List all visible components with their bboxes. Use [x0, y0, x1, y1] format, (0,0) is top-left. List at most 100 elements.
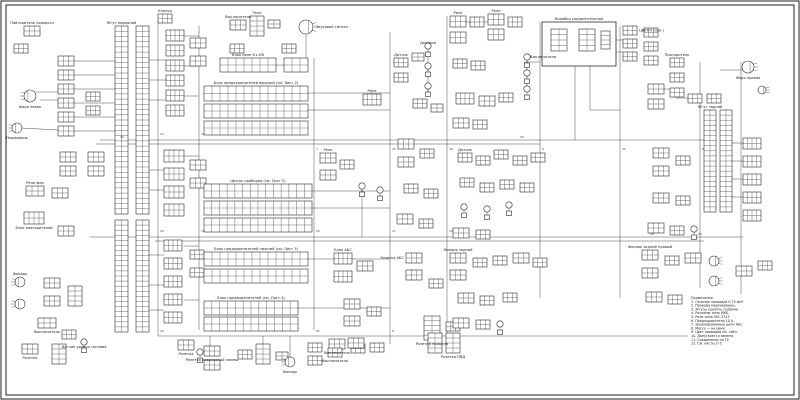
- connector-grid: [669, 57, 685, 68]
- connector-grid: [339, 159, 355, 170]
- component-label: ЦВКПП (лев.): [639, 29, 665, 33]
- connector-grid: [428, 278, 444, 289]
- component-label: Фонарь: [283, 370, 297, 374]
- connector-grid: [445, 332, 461, 354]
- connector-grid: [475, 229, 491, 240]
- connector-grid: [532, 257, 548, 268]
- connector-grid: [487, 13, 505, 26]
- lamp-icon: [11, 276, 26, 288]
- connector-grid: [419, 148, 435, 159]
- connector-grid: [163, 311, 183, 324]
- wire-layer: [21, 16, 743, 357]
- connector-grid: [472, 257, 488, 268]
- component-label: Фара правая: [736, 76, 760, 80]
- harness-strip: [135, 219, 150, 333]
- lamp-icon: [20, 89, 37, 103]
- connector-grid: [492, 255, 508, 266]
- connector-grid: [165, 104, 185, 117]
- component-label: Выключатель: [225, 15, 251, 19]
- sensor-icon: [523, 53, 531, 68]
- connector-grid: [43, 277, 61, 289]
- component-label: Выключатели: [530, 55, 557, 59]
- connector-grid: [512, 155, 528, 166]
- connector-grid: [23, 25, 41, 37]
- wire-number: 41: [622, 147, 626, 151]
- component-label: Коробка соединительная: [555, 17, 603, 21]
- sensor-icon: [424, 82, 432, 97]
- connector-grid: [333, 270, 353, 283]
- component-label: Датчик уровня топлива: [62, 345, 107, 349]
- connector-grid: [203, 345, 221, 357]
- wire-run: [589, 66, 620, 111]
- lamp-icon: [741, 60, 758, 74]
- component-label: Розетка переносной лампы: [186, 358, 238, 362]
- connector-grid: [219, 57, 277, 73]
- connector-grid: [163, 239, 183, 252]
- connector-grid: [163, 257, 183, 270]
- component-label: Подфарник: [6, 136, 29, 140]
- connector-grid: [479, 182, 495, 193]
- connector-grid: [165, 59, 185, 72]
- component-label: Розетка АБС: [380, 256, 404, 260]
- connector-grid: [362, 93, 382, 106]
- connector-grid: [647, 222, 665, 234]
- component-label: Выключатель: [322, 359, 348, 363]
- connector-grid: [23, 211, 45, 225]
- connector-grid: [411, 52, 425, 62]
- component-label: Реле: [492, 9, 502, 13]
- component-label: Блок предохранителей (см. Лист 4): [217, 296, 285, 300]
- connector-grid: [423, 188, 439, 199]
- connector-grid: [499, 179, 515, 190]
- connector-grid: [550, 28, 568, 52]
- component-label: Фара левая: [19, 105, 41, 109]
- connector-grid: [85, 91, 101, 102]
- component-label: Щиток приборов (см. Лист 5): [230, 179, 286, 183]
- component-label: Повторитель: [665, 53, 690, 57]
- connector-grid: [475, 319, 491, 330]
- connector-grid: [449, 252, 467, 264]
- connector-grid: [163, 203, 185, 217]
- connector-grid: [87, 151, 105, 163]
- connector-grid: [427, 332, 443, 354]
- connector-grid: [502, 292, 518, 303]
- connector-grid: [498, 92, 514, 103]
- connector-grid: [675, 195, 691, 206]
- connector-grid: [85, 105, 101, 116]
- connector-grid: [61, 329, 77, 340]
- wire-number: 30: [520, 135, 524, 139]
- wire-number: 52: [316, 229, 320, 233]
- connector-grid: [67, 285, 83, 307]
- connector-grid: [203, 103, 309, 119]
- sensor-icon: [376, 186, 384, 201]
- junction-box: [541, 21, 617, 67]
- connector-grid: [475, 155, 491, 166]
- wire-number: 28: [160, 229, 164, 233]
- connector-grid: [343, 315, 361, 327]
- connector-grid: [165, 29, 185, 42]
- connector-grid: [229, 43, 245, 54]
- connector-grid: [405, 252, 423, 264]
- connector-grid: [519, 182, 535, 193]
- connector-grid: [189, 249, 205, 260]
- connector-grid: [418, 218, 434, 229]
- connector-grid: [478, 95, 496, 107]
- connector-grid: [229, 19, 247, 31]
- connector-grid: [43, 295, 61, 307]
- component-label: Фонарь: [13, 272, 27, 276]
- component-label: Реле фар: [26, 181, 44, 185]
- wire-number: 9: [542, 147, 544, 151]
- connector-grid: [457, 152, 473, 163]
- connector-grid: [249, 15, 265, 37]
- connector-grid: [530, 152, 546, 163]
- wire-number: 18: [449, 147, 453, 151]
- connector-grid: [479, 295, 495, 306]
- connector-grid: [643, 27, 659, 38]
- component-label: Розетка ПВД: [441, 355, 465, 359]
- connector-grid: [687, 93, 703, 104]
- sensor-icon: [196, 348, 204, 363]
- component-label: Кнопка: [158, 9, 172, 13]
- connector-grid: [667, 294, 683, 305]
- component-label: Повторитель поворота: [10, 21, 53, 25]
- connector-grid: [165, 74, 185, 87]
- connector-grid: [307, 355, 323, 366]
